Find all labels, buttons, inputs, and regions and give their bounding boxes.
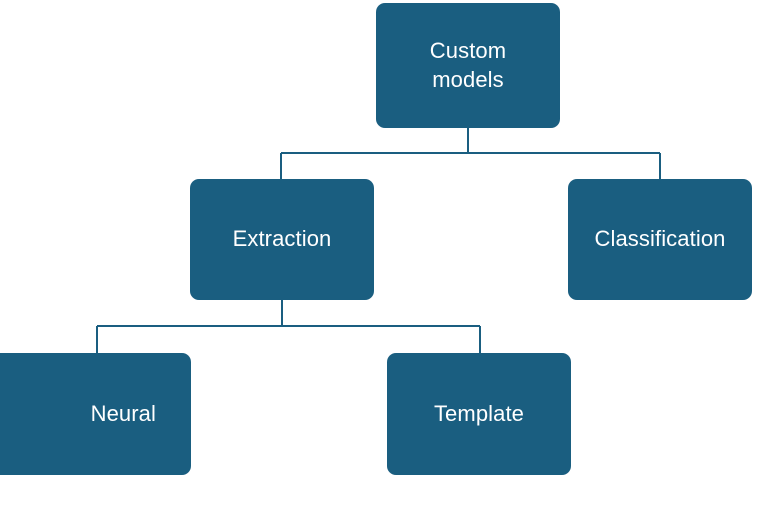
node-template-label: Template [433,400,525,426]
node-classification-label: Classification [594,226,726,252]
node-neural[interactable]: Neural [0,353,191,475]
node-extraction-label: Extraction [232,226,332,252]
node-custom-models-label: Custom models [429,38,507,92]
node-neural-label: Neural [90,400,156,426]
node-template[interactable]: Template [387,353,571,475]
node-extraction[interactable]: Extraction [190,179,374,300]
node-classification[interactable]: Classification [568,179,752,300]
node-custom-models[interactable]: Custom models [376,3,560,128]
